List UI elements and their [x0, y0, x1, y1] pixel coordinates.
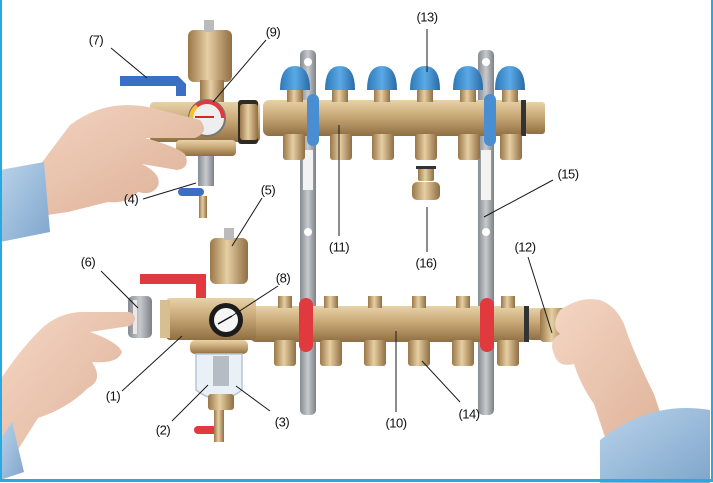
callout-6: (6)	[80, 254, 96, 270]
adapter-fitting	[412, 166, 440, 200]
callout-16: (16)	[415, 255, 437, 271]
union-nut	[128, 296, 152, 338]
hand-lower-left	[0, 311, 135, 480]
callout-11: (11)	[328, 239, 350, 255]
hand-upper-left	[0, 105, 204, 242]
callout-8: (8)	[275, 270, 291, 286]
callout-13: (13)	[416, 9, 438, 25]
callout-9: (9)	[265, 24, 281, 40]
lower-manifold	[250, 296, 548, 366]
blue-valve-caps	[280, 66, 525, 90]
callout-5: (5)	[260, 182, 276, 198]
callout-14: (14)	[458, 406, 480, 422]
callout-4: (4)	[123, 191, 139, 207]
callout-3: (3)	[274, 414, 290, 430]
callout-15: (15)	[557, 166, 579, 182]
callout-12: (12)	[514, 239, 536, 255]
callout-leader-lines	[100, 29, 554, 422]
callout-1: (1)	[105, 388, 121, 404]
supply-assembly-lower	[140, 228, 256, 442]
callout-10: (10)	[385, 415, 407, 431]
hand-right	[552, 299, 710, 483]
upper-manifold	[263, 66, 545, 160]
callout-7: (7)	[88, 32, 104, 48]
callout-2: (2)	[155, 422, 171, 438]
